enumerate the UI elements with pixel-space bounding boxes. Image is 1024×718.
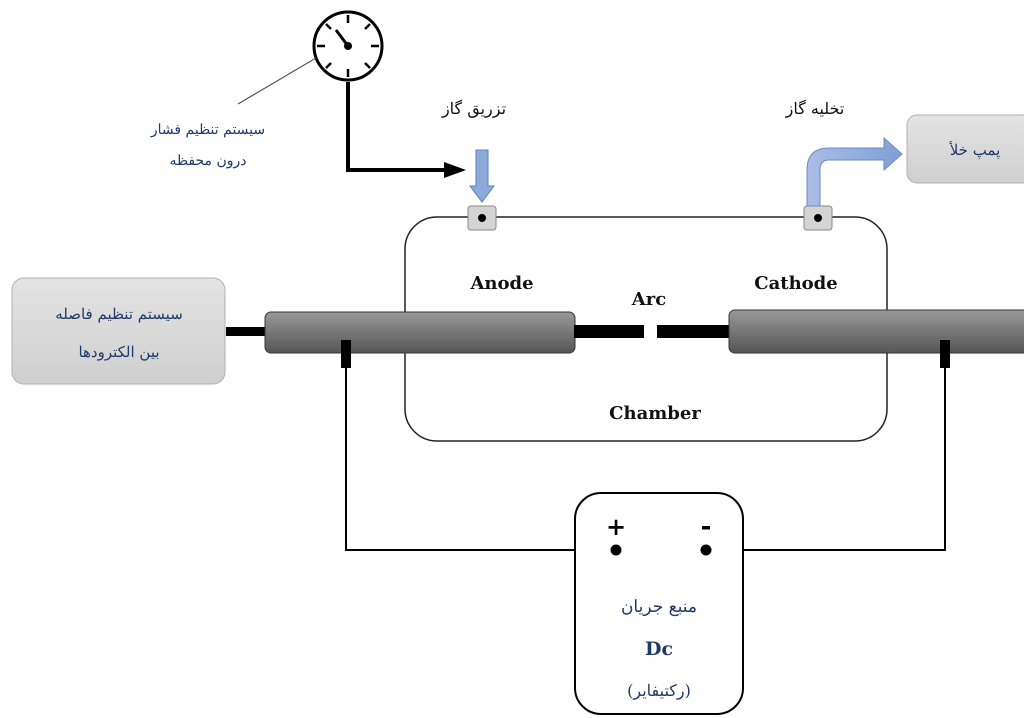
- gauge-leader-line: [237, 57, 317, 105]
- dc-source-label-line1: منبع جریان: [621, 597, 697, 617]
- gas-outlet-pipe-arrow: [806, 136, 903, 207]
- gauge-pipe: [346, 82, 448, 172]
- arc-label: Arc: [631, 289, 666, 310]
- pressure-label-line1: سیستم تنظیم فشار: [150, 122, 265, 138]
- cathode-tip: [657, 325, 731, 338]
- cathode-contact-tab: [940, 340, 950, 368]
- dc-source-label-line2: Dc: [645, 638, 673, 660]
- cathode-label: Cathode: [754, 273, 837, 294]
- anode-tip: [574, 325, 644, 338]
- pressure-gauge-icon: [312, 10, 384, 82]
- minus-sign: -: [701, 512, 712, 542]
- gas-inlet-label: تزریق گاز: [441, 99, 506, 118]
- dc-source-label-line3: (رکتیفایر): [627, 681, 691, 700]
- pressure-label-line2: درون محفظه: [169, 153, 246, 169]
- anode-rod: [264, 311, 576, 354]
- gap-label-line1: سیستم تنظیم فاصله: [55, 305, 183, 323]
- left-rod-extension: [226, 327, 268, 336]
- gas-inlet-arrow: [469, 149, 495, 203]
- anode-label: Anode: [469, 273, 533, 294]
- inlet-port-icon: [467, 205, 497, 231]
- negative-terminal: [700, 544, 712, 556]
- outlet-port-icon: [803, 205, 833, 231]
- gap-control-box: [11, 277, 226, 385]
- plus-sign: +: [606, 512, 626, 541]
- anode-contact-tab: [341, 340, 351, 368]
- vacuum-pump-label: پمپ خلأ: [949, 141, 1001, 159]
- gap-label-line2: بین الکترودها: [78, 343, 159, 361]
- vacuum-pump-box: [906, 114, 1024, 184]
- gauge-pipe-arrowhead: [444, 162, 466, 178]
- cathode-rod: [728, 309, 1024, 354]
- chamber-label: Chamber: [609, 403, 701, 424]
- negative-wire: [706, 368, 946, 551]
- positive-wire: [345, 368, 616, 551]
- gas-outlet-label: تخلیه گاز: [785, 99, 845, 118]
- positive-terminal: [610, 544, 622, 556]
